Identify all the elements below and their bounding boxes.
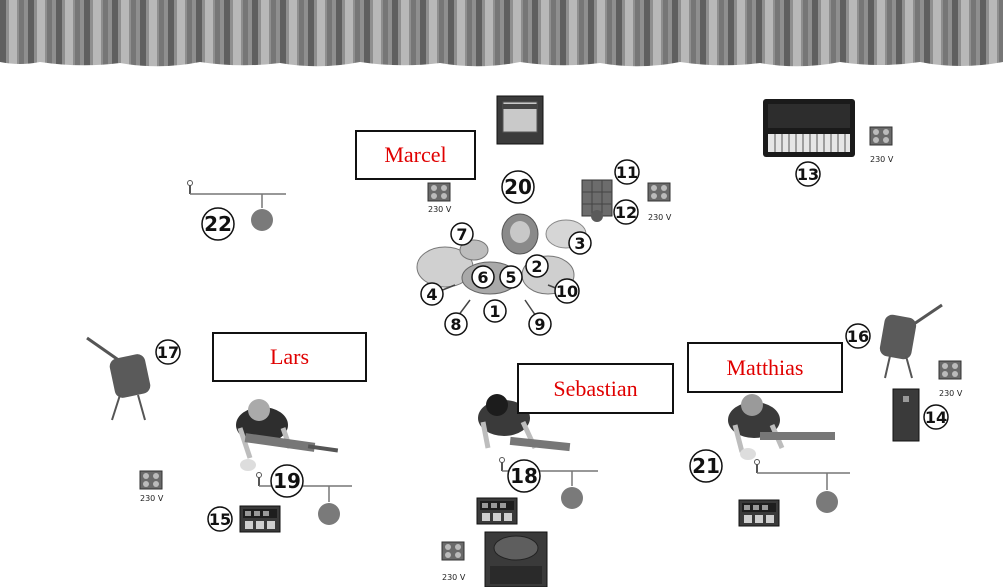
bass-amp-right <box>892 388 920 442</box>
power-outlet-drums <box>647 182 671 202</box>
name-label-sebastian: Sebastian <box>517 363 674 414</box>
drum-marker-6: 6 <box>471 265 495 289</box>
marker-16-label: 16 <box>847 327 869 346</box>
pedalboard-15 <box>239 505 281 533</box>
power-outlet-marcel <box>427 182 451 202</box>
marker-21: 21 <box>689 449 723 483</box>
drum-marker-8: 8 <box>444 312 468 336</box>
drum-marker-7: 7 <box>450 222 474 246</box>
name-label-lars: Lars <box>212 332 367 382</box>
power-label-bottom: 230 V <box>442 573 466 582</box>
drum-marker-1: 1 <box>483 299 507 323</box>
drum-marker-7-label: 7 <box>456 225 467 244</box>
marker-17-label: 17 <box>157 343 179 362</box>
marker-19: 19 <box>270 464 304 498</box>
musician-matthias <box>728 394 835 460</box>
power-label-right: 230 V <box>939 389 963 398</box>
amp-cabinet-top <box>496 95 544 145</box>
marker-22: 22 <box>201 207 235 241</box>
power-label-drums: 230 V <box>648 213 672 222</box>
drum-marker-10: 10 <box>554 278 580 304</box>
drum-marker-9-label: 9 <box>534 315 545 334</box>
pedalboard-matthias <box>738 499 780 527</box>
marker-15: 15 <box>207 506 233 532</box>
marker-13: 13 <box>795 161 821 187</box>
marker-22-label: 22 <box>204 212 232 236</box>
power-outlet-right <box>938 360 962 380</box>
drum-marker-4: 4 <box>420 282 444 306</box>
drum-marker-2-label: 2 <box>531 257 542 276</box>
guitar-on-stand-right <box>879 303 943 379</box>
mic-stand-22 <box>187 180 286 231</box>
keyboard <box>763 99 855 157</box>
marker-20: 20 <box>501 170 535 204</box>
pedalboard-sebastian <box>476 497 518 525</box>
floor-monitor-wedge <box>484 531 548 587</box>
guitar-on-stand-left <box>86 336 151 421</box>
power-outlet-left <box>139 470 163 490</box>
name-label-matthias: Matthias <box>687 342 843 393</box>
musician-lars <box>236 399 339 471</box>
marker-20-label: 20 <box>504 175 532 199</box>
percussion-pad <box>581 179 613 222</box>
drum-marker-10-label: 10 <box>556 282 578 301</box>
drum-marker-4-label: 4 <box>426 285 437 304</box>
marker-11: 11 <box>614 159 640 185</box>
power-outlet-keys <box>869 126 893 146</box>
drum-marker-3-label: 3 <box>574 234 585 253</box>
marker-18: 18 <box>507 459 541 493</box>
marker-12-label: 12 <box>615 203 637 222</box>
marker-13-label: 13 <box>797 165 819 184</box>
drum-marker-3: 3 <box>568 231 592 255</box>
marker-21-label: 21 <box>692 454 720 478</box>
marker-12: 12 <box>613 199 639 225</box>
drum-marker-5: 5 <box>499 265 523 289</box>
marker-19-label: 19 <box>273 469 301 493</box>
power-outlet-bottom <box>441 541 465 561</box>
power-label-marcel: 230 V <box>428 205 452 214</box>
drum-marker-9: 9 <box>528 312 552 336</box>
marker-17: 17 <box>155 339 181 365</box>
marker-15-label: 15 <box>209 510 231 529</box>
mic-stand-21 <box>754 459 850 513</box>
drum-marker-2: 2 <box>525 254 549 278</box>
marker-11-label: 11 <box>616 163 638 182</box>
marker-16: 16 <box>845 323 871 349</box>
name-label-marcel: Marcel <box>355 130 476 180</box>
marker-14: 14 <box>923 404 949 430</box>
marker-18-label: 18 <box>510 464 538 488</box>
stage-curtain <box>0 0 1003 67</box>
drum-marker-1-label: 1 <box>489 302 500 321</box>
drum-marker-8-label: 8 <box>450 315 461 334</box>
power-label-left: 230 V <box>140 494 164 503</box>
power-label-keys: 230 V <box>870 155 894 164</box>
drum-marker-5-label: 5 <box>505 268 516 287</box>
marker-14-label: 14 <box>925 408 947 427</box>
drum-marker-6-label: 6 <box>477 268 488 287</box>
